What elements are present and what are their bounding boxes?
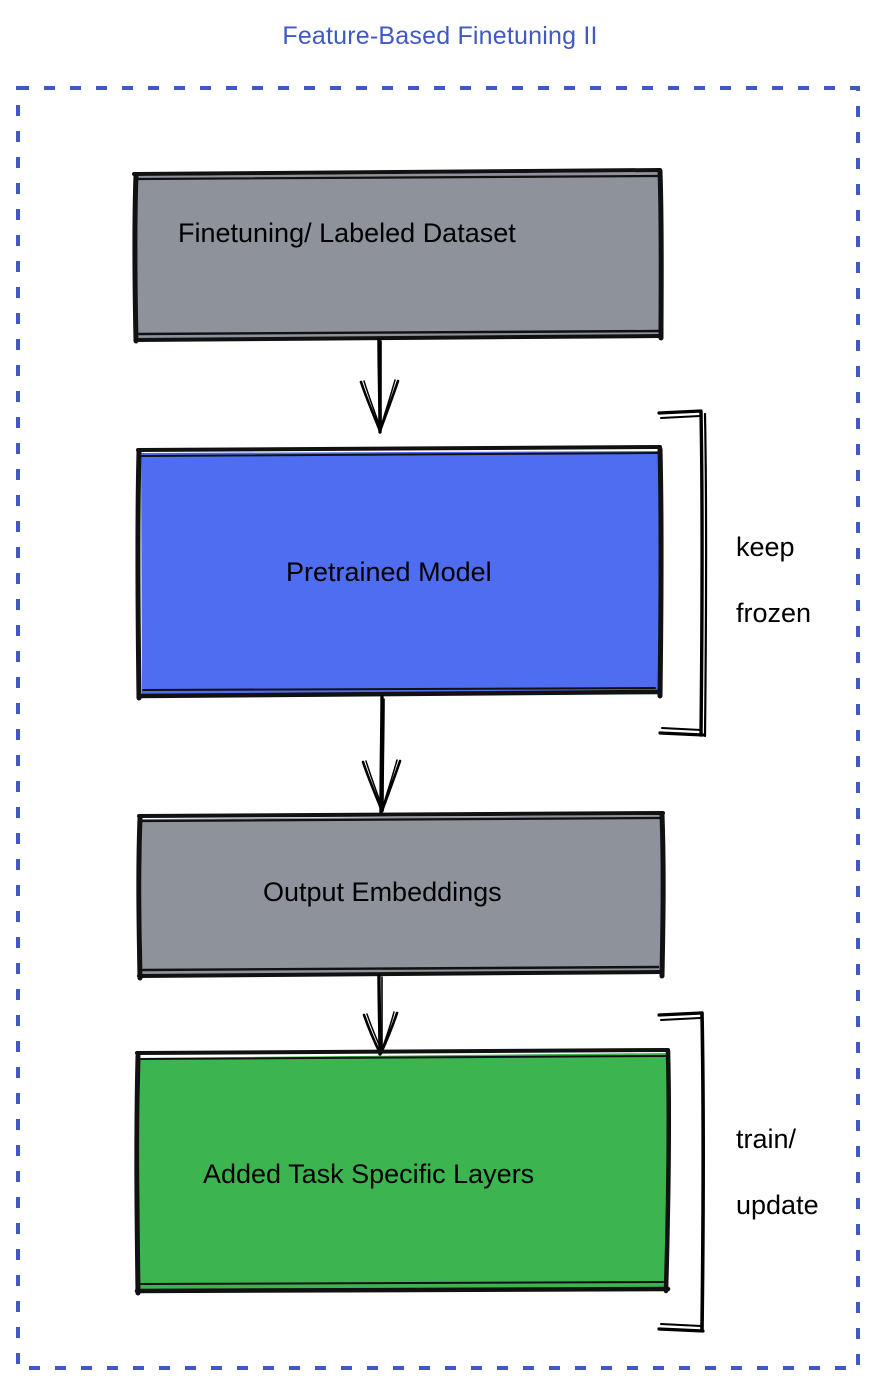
node-finetuning-dataset[interactable] xyxy=(132,168,664,344)
bracket-keep-frozen xyxy=(657,409,708,738)
node-pretrained-model[interactable] xyxy=(135,445,664,701)
annotation-train-update: train/ update xyxy=(736,1090,819,1255)
arrow-dataset-to-model xyxy=(359,338,400,434)
arrow-embeddings-to-layers xyxy=(362,974,399,1056)
node-task-specific-layers[interactable] xyxy=(134,1048,672,1296)
node-label-finetuning-dataset: Finetuning/ Labeled Dataset xyxy=(178,218,516,248)
node-output-embeddings[interactable] xyxy=(136,811,666,981)
annotation-keep-frozen-line2: frozen xyxy=(736,597,812,628)
node-label-output-embeddings: Output Embeddings xyxy=(263,877,502,907)
bracket-train-update xyxy=(657,1011,705,1333)
annotation-keep-frozen-line1: keep xyxy=(736,531,795,562)
annotation-train-update-line2: update xyxy=(736,1189,819,1220)
annotation-train-update-line1: train/ xyxy=(736,1123,797,1154)
dashed-frame xyxy=(16,86,860,1370)
node-label-pretrained-model: Pretrained Model xyxy=(286,557,492,587)
arrow-model-to-embeddings xyxy=(361,695,402,814)
page-title: Feature-Based Finetuning II xyxy=(282,22,598,50)
node-label-task-specific-layers: Added Task Specific Layers xyxy=(203,1159,535,1189)
annotation-keep-frozen: keep frozen xyxy=(736,498,811,663)
